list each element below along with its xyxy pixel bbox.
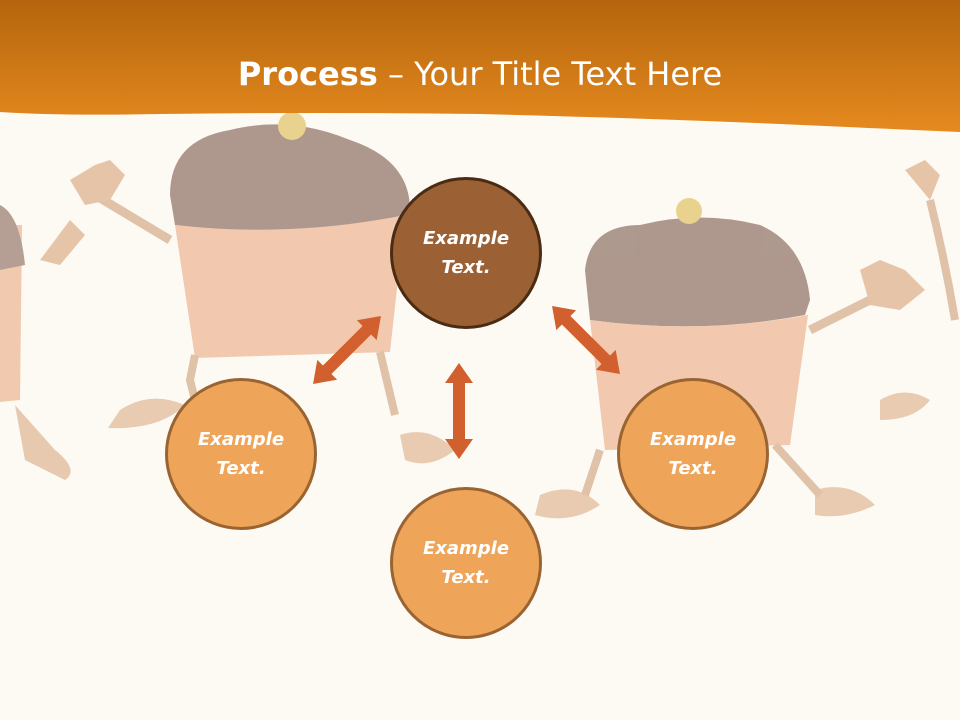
bottom-circle-line2: Text.	[441, 567, 491, 588]
left-circle-line1: Example	[197, 429, 285, 450]
title-separator: –	[377, 55, 415, 93]
right-circle-line2: Text.	[668, 458, 718, 479]
center-circle: Example Text.	[390, 177, 542, 329]
center-circle-line2: Text.	[441, 257, 491, 278]
slide-title: Process – Your Title Text Here	[0, 52, 960, 96]
bottom-circle: Example Text.	[390, 487, 542, 639]
double-arrow-upper-left	[313, 316, 381, 384]
title-rest: Your Title Text Here	[414, 55, 723, 93]
double-arrow-vertical	[445, 363, 473, 459]
left-circle-line2: Text.	[216, 458, 266, 479]
right-circle: Example Text.	[617, 378, 769, 530]
center-circle-line1: Example	[422, 228, 510, 249]
right-circle-line1: Example	[649, 429, 737, 450]
title-bold: Process	[237, 55, 378, 93]
left-circle: Example Text.	[165, 378, 317, 530]
double-arrow-upper-right	[552, 306, 620, 374]
cupcake-illustration	[0, 112, 959, 519]
bottom-circle-line1: Example	[422, 538, 510, 559]
header-band	[0, 0, 960, 132]
